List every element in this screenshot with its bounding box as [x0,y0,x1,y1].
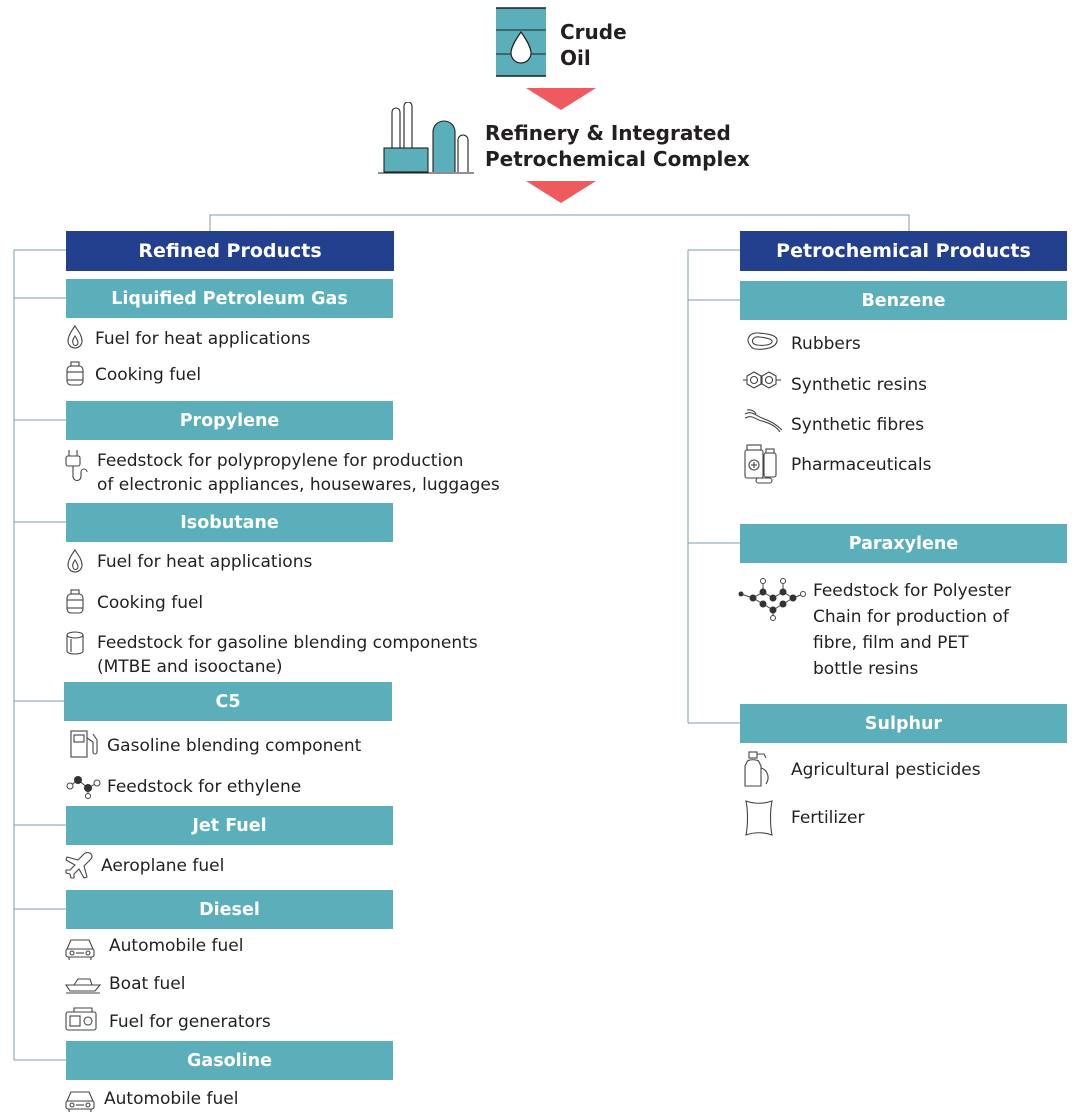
list-item: Fertilizer [791,808,865,828]
category-jet-fuel: Jet Fuel [66,806,393,845]
plug-icon [65,450,88,482]
spray-bottle-icon [744,751,769,787]
category-c5: C5 [64,682,392,721]
list-item: Feedstock for ethylene [107,777,302,797]
generator-icon [65,1007,97,1031]
petrochemical-products-header: Petrochemical Products [740,231,1067,271]
list-item: Gasoline blending component [107,736,362,756]
paraxylene-molecule-icon [738,578,806,621]
list-item: Feedstock for polypropylene for producti… [97,451,500,495]
fertilizer-sack-icon [745,800,773,836]
list-item: Feedstock for gasoline blending componen… [97,633,478,677]
oil-barrel-icon [496,7,546,77]
list-item: Fuel for heat applications [97,552,313,572]
list-item: Fuel for generators [109,1012,271,1032]
refined-products-header: Refined Products [66,231,394,271]
flame-icon [67,549,83,573]
category-isobutane: Isobutane [66,503,393,542]
list-item: Synthetic fibres [791,415,925,435]
down-arrow-icon [526,88,596,110]
car-icon [65,1091,95,1112]
list-item: Cooking fuel [95,365,202,385]
list-item: Cooking fuel [97,593,204,613]
boat-icon [64,978,102,994]
list-item: Rubbers [791,334,861,354]
category-benzene: Benzene [740,281,1067,320]
fuel-pump-icon [70,730,98,758]
drum-icon [66,631,84,655]
category-propylene: Propylene [66,401,393,440]
list-item: Boat fuel [109,974,186,994]
fibre-icon [744,409,783,433]
down-arrow-icon [526,181,596,203]
airplane-icon [65,851,93,879]
gas-cylinder-icon [66,361,84,386]
molecule-icon [66,776,101,799]
list-item: Synthetic resins [791,375,927,395]
list-item: Automobile fuel [104,1089,239,1109]
flame-icon [67,325,83,349]
list-item: Feedstock for Polyester Chain for produc… [813,581,1012,679]
refinery-icon [378,102,474,174]
list-item: Agricultural pesticides [791,760,981,780]
category-lpg: Liquified Petroleum Gas [66,279,393,318]
list-item: Aeroplane fuel [101,856,225,876]
category-diesel: Diesel [66,890,393,929]
rubber-band-icon [747,332,778,350]
car-icon [65,939,95,960]
gas-cylinder-icon [66,589,84,614]
category-sulphur: Sulphur [740,704,1067,743]
list-item: Fuel for heat applications [95,329,311,349]
medicine-icon [744,444,777,484]
category-paraxylene: Paraxylene [740,524,1067,563]
resin-molecule-icon [743,371,781,389]
category-gasoline: Gasoline [66,1041,393,1080]
list-item: Pharmaceuticals [791,455,932,475]
list-item: Automobile fuel [109,936,244,956]
